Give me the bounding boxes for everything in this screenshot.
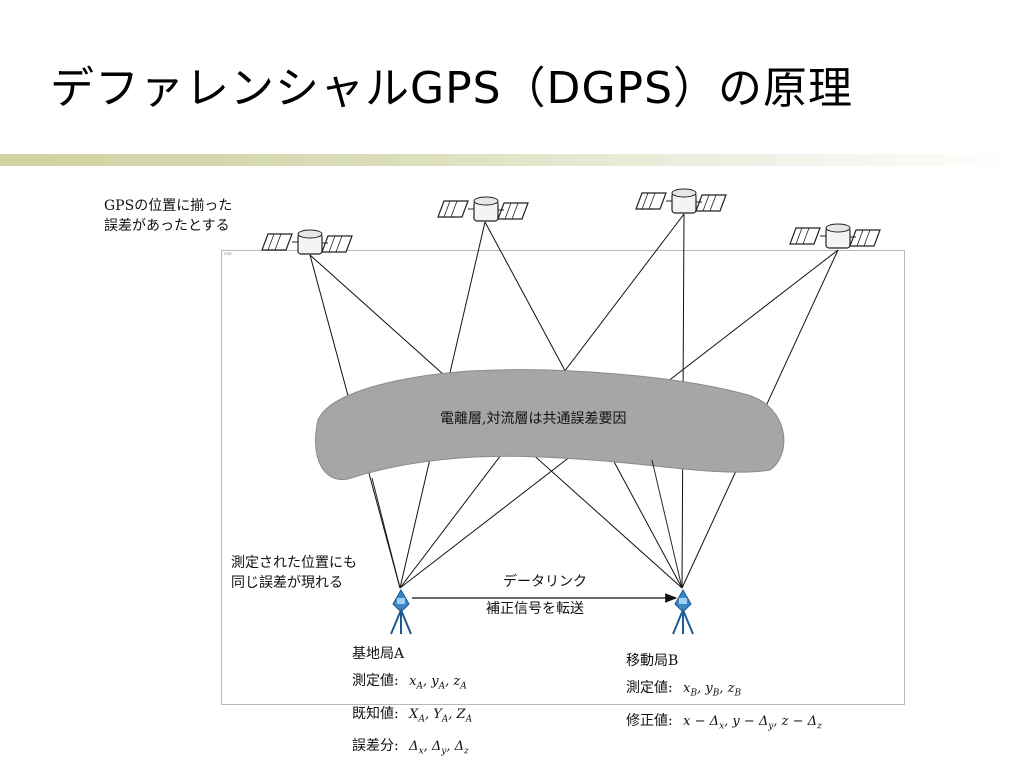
title-underline-bar [0,154,1024,166]
math-value: XA, YA, ZA [409,706,473,725]
math-value: Δx, Δy, Δz [409,739,469,757]
diagram-frame [221,250,905,705]
station-b-row: 修正値: x − Δx, y − Δy, z − Δz [626,712,822,732]
correction-transfer-label: 補正信号を転送 [486,601,584,617]
antenna-icon [390,589,412,635]
note-line: 同じ誤差が現れる [231,575,343,591]
station-a-row: 既知値: XA, YA, ZA [352,705,473,725]
satellite-icon [789,223,881,249]
note-line: GPSの位置に揃った [104,198,233,214]
math-value: x − Δx, y − Δy, z − Δz [683,713,822,732]
gps-error-note: GPSの位置に揃った 誤差があったとする [104,196,232,236]
station-a-name: 基地局A [352,646,405,662]
page-title: デファレンシャルGPS（DGPS）の原理 [50,63,853,114]
station-b-name: 移動局B [626,653,679,669]
satellite-icon [261,229,353,255]
ionosphere-label: 電離層,対流層は共通誤差要因 [440,411,627,427]
measured-error-note: 測定された位置にも 同じ誤差が現れる [231,553,357,593]
antenna-icon [672,589,694,635]
frame-caption: ﾃｷｽﾄ [224,251,232,256]
station-a-row: 測定値: xA, yA, zA [352,673,467,692]
note-line: 測定された位置にも [231,555,357,571]
satellite-icon [635,188,727,214]
station-b-row: 測定値: xB, yB, zB [626,680,742,699]
station-a-info: 基地局A 測定値: xA, yA, zA 既知値: XA, YA, ZA 誤差分… [352,641,472,766]
station-a-row: 誤差分: Δx, Δy, Δz [352,738,469,757]
station-b-info: 移動局B 測定値: xB, yB, zB 修正値: x − Δx, y − Δy… [626,648,822,740]
ionosphere-cloud [315,369,785,481]
note-line: 誤差があったとする [104,218,230,234]
math-value: xA, yA, zA [409,674,467,692]
data-link-label: データリンク [503,574,587,590]
math-value: xB, yB, zB [683,681,742,699]
satellite-icon [437,196,529,222]
